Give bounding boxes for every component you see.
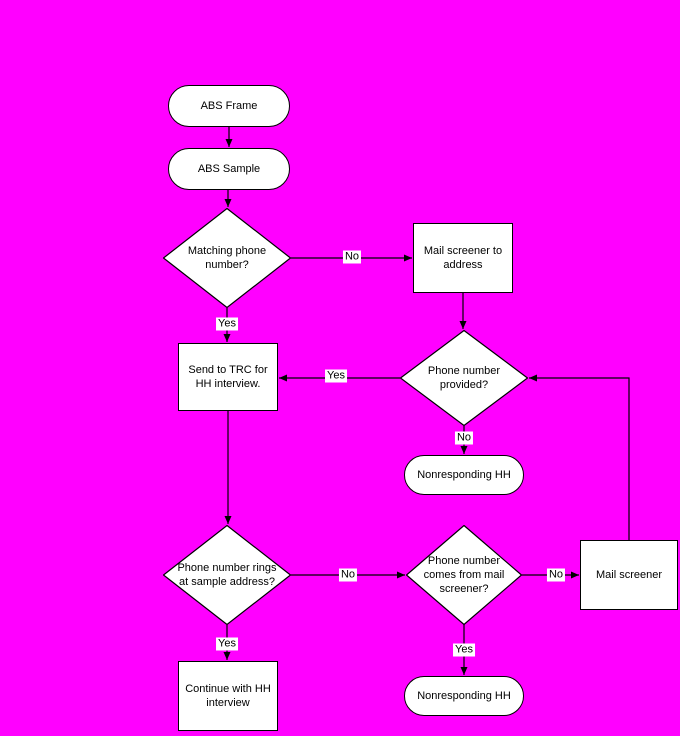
node-nonresponding-hh-top: Nonresponding HH: [404, 455, 524, 495]
edge-label-from-mail-yes: Yes: [453, 643, 475, 657]
node-phone-number-rings: Phone number rings at sample address?: [163, 525, 291, 625]
node-abs-frame-label: ABS Frame: [200, 100, 258, 112]
edge-label-matching-yes: Yes: [216, 317, 238, 331]
node-nonresponding-hh-bottom: Nonresponding HH: [404, 676, 524, 716]
node-send-to-trc: Send to TRC for HH interview.: [178, 343, 278, 411]
node-mail-screener-to-address-label: Mail screener to address: [423, 245, 503, 271]
node-continue-with-hh-interview-label: Continue with HH interview: [185, 683, 271, 709]
edge-label-rings-yes: Yes: [216, 637, 238, 651]
node-matching-phone-number-label: Matching phone number?: [187, 245, 267, 271]
node-phone-number-rings-label: Phone number rings at sample address?: [177, 562, 277, 588]
node-phone-number-from-mail-screener: Phone number comes from mail screener?: [406, 525, 522, 625]
edge-label-rings-no: No: [338, 568, 358, 582]
edge-label-from-mail-no: No: [546, 568, 566, 582]
diamond-shape: [163, 208, 291, 308]
diamond-shape: [400, 330, 528, 426]
edge-label-provided-no: No: [454, 431, 474, 445]
node-abs-sample-label: ABS Sample: [197, 163, 261, 175]
diamond-shape: [163, 525, 291, 625]
node-abs-frame: ABS Frame: [168, 85, 290, 127]
node-send-to-trc-label: Send to TRC for HH interview.: [188, 364, 268, 390]
edge-label-provided-yes: Yes: [325, 369, 347, 383]
node-abs-sample: ABS Sample: [168, 148, 290, 190]
node-nonresponding-hh-bottom-label: Nonresponding HH: [417, 690, 511, 702]
node-continue-with-hh-interview: Continue with HH interview: [178, 661, 278, 731]
node-mail-screener-label: Mail screener: [595, 569, 663, 581]
diamond-shape: [406, 525, 522, 625]
node-matching-phone-number: Matching phone number?: [163, 208, 291, 308]
node-nonresponding-hh-top-label: Nonresponding HH: [417, 469, 511, 481]
node-phone-number-from-mail-screener-label: Phone number comes from mail screener?: [423, 555, 505, 595]
node-phone-number-provided-label: Phone number provided?: [427, 365, 501, 391]
edge-label-matching-no: No: [342, 250, 362, 264]
node-mail-screener-to-address: Mail screener to address: [413, 223, 513, 293]
edge-mail-screener-to-provided: [529, 374, 630, 540]
node-mail-screener: Mail screener: [580, 540, 678, 610]
node-phone-number-provided: Phone number provided?: [400, 330, 528, 426]
